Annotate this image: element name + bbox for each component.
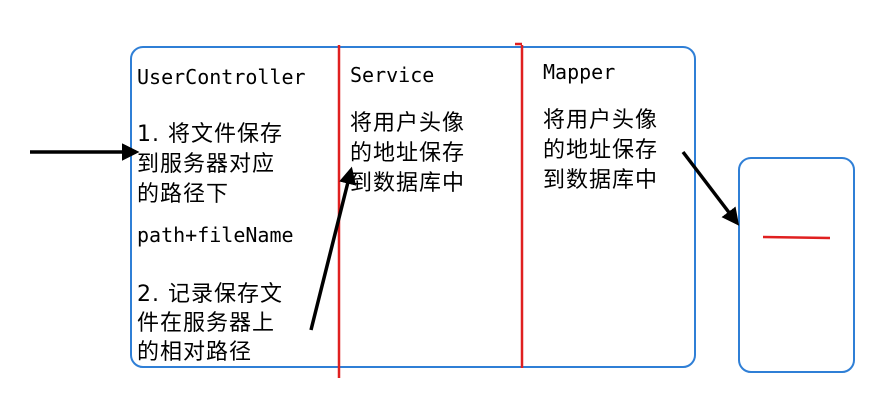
controller-title: UserController xyxy=(137,65,306,89)
controller-step1-line2: 到服务器对应 xyxy=(137,152,275,177)
controller-step2-line3: 的相对路径 xyxy=(137,340,252,365)
database-record-mark xyxy=(762,235,831,240)
service-line3: 到数据库中 xyxy=(350,171,465,196)
controller-step1-line3: 的路径下 xyxy=(137,182,229,207)
mapper-to-database-arrow xyxy=(681,150,740,226)
service-line1: 将用户头像 xyxy=(350,111,465,136)
service-title: Service xyxy=(350,63,434,87)
database-box xyxy=(738,157,855,373)
mapper-line3: 到数据库中 xyxy=(543,168,658,193)
mapper-line2: 的地址保存 xyxy=(543,138,658,163)
main-layers-box xyxy=(130,46,696,368)
mapper-line1: 将用户头像 xyxy=(543,108,658,133)
mapper-title: Mapper xyxy=(543,60,615,84)
controller-step1-line1: 1. 将文件保存 xyxy=(137,122,283,147)
controller-to-service-arrow xyxy=(309,166,357,331)
controller-path-expression: path+fileName xyxy=(137,223,294,247)
service-line2: 的地址保存 xyxy=(350,141,465,166)
controller-step2-line2: 件在服务器上 xyxy=(137,311,275,336)
controller-step2-line1: 2. 记录保存文 xyxy=(137,282,283,307)
